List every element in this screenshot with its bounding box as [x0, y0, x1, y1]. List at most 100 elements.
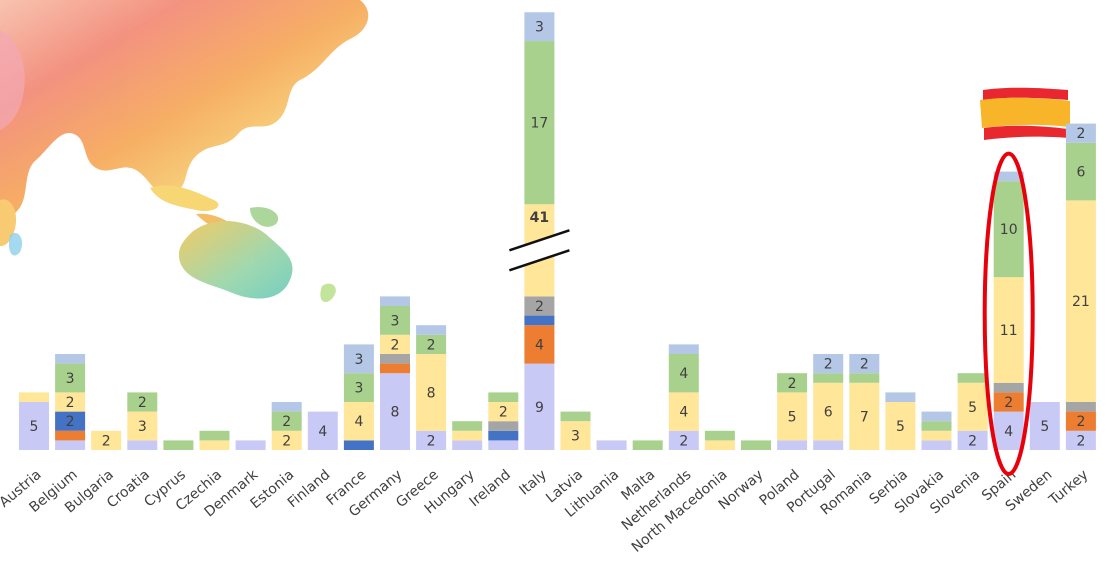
data-label: 3	[571, 429, 580, 445]
data-label: 4	[535, 337, 544, 353]
bar-segment-greece-s6	[416, 325, 447, 335]
bar-segment-italy-s5	[524, 41, 555, 205]
bar-segment-italy-s3	[524, 296, 555, 316]
bar-segment-belgium-s5	[55, 363, 86, 393]
bar-segment-ireland-s3	[488, 421, 519, 431]
bar-segment-sweden-s0	[1029, 402, 1060, 450]
data-label: 8	[391, 405, 400, 421]
bar-segment-slovenia-s5	[957, 373, 988, 383]
data-label: 3	[354, 352, 363, 368]
bar-segment-netherlands-s4	[668, 392, 699, 431]
bar-segment-latvia-s5	[560, 411, 591, 422]
bar-segment-portugal-s0	[813, 440, 844, 450]
bar-segment-france-s5	[343, 373, 374, 402]
bar-segment-turkey-s6	[1065, 123, 1096, 143]
bar-segment-hungary-s0	[452, 440, 483, 450]
data-label: 5	[788, 409, 797, 425]
data-label: 2	[535, 299, 544, 315]
bar-segment-finland-s0	[307, 411, 338, 450]
bar-segment-serbia-s4	[885, 402, 916, 450]
bar-segment-germany-s3	[380, 354, 410, 364]
data-label: 5	[1040, 419, 1049, 435]
data-label: 7	[860, 409, 869, 425]
data-label: 5	[896, 419, 905, 435]
bar-segment-denmark-s0	[235, 440, 266, 450]
x-tick-label: Ireland	[466, 467, 513, 510]
data-label: 4	[354, 414, 363, 430]
bar-segment-slovenia-s4	[957, 382, 988, 431]
bar-segment-norway-s5	[741, 440, 771, 450]
bar-segment-germany-s5	[380, 306, 410, 335]
bar-segment-bulgaria-s4	[91, 430, 122, 450]
bar-segment-turkey-s3	[1065, 402, 1096, 412]
bar-segment-romania-s5	[849, 373, 880, 383]
bar-segment-germany-s4	[380, 334, 410, 354]
bar-segment-poland-s0	[777, 440, 808, 450]
data-label: 2	[102, 433, 111, 449]
bar-segment-hungary-s4	[452, 430, 483, 441]
bar-segment-austria-s0	[19, 402, 49, 450]
bar-segment-north-macedonia-s4	[704, 440, 735, 450]
data-label: 2	[282, 433, 291, 449]
bar-segment-romania-s6	[849, 354, 880, 374]
bar-segment-belgium-s2	[55, 411, 86, 431]
data-label: 4	[318, 424, 327, 440]
bars-layer	[19, 12, 1096, 450]
data-label: 11	[1000, 323, 1018, 339]
bar-segment-estonia-s4	[271, 430, 302, 450]
data-label: 2	[427, 433, 436, 449]
data-label: 10	[1000, 222, 1018, 238]
bar-segment-greece-s0	[416, 430, 447, 450]
bar-segment-france-s6	[343, 344, 374, 374]
bar-segment-belgium-s4	[55, 392, 86, 412]
bar-segment-italy-s2	[524, 315, 555, 326]
spain-flag-icon	[980, 87, 1070, 140]
data-label: 6	[1076, 165, 1085, 181]
bar-segment-ireland-s0	[488, 440, 519, 450]
bar-segment-greece-s4	[416, 354, 447, 431]
bar-segment-croatia-s4	[127, 411, 158, 441]
bar-segment-france-s2	[343, 440, 374, 450]
data-label: 9	[535, 400, 544, 416]
data-label: 2	[1076, 433, 1085, 449]
bar-segment-italy-s1	[524, 325, 555, 364]
bar-segment-czechia-s5	[199, 430, 230, 441]
bar-segment-turkey-s5	[1065, 142, 1096, 201]
bar-segment-spain-s5	[993, 181, 1024, 278]
bar-segment-cyprus-s5	[163, 440, 194, 450]
world-map-icon	[0, 0, 369, 302]
bar-segment-turkey-s0	[1065, 430, 1096, 450]
bar-segment-spain-s6	[993, 171, 1024, 182]
bar-segment-estonia-s6	[271, 402, 302, 412]
bar-segment-portugal-s5	[813, 373, 844, 383]
bar-segment-germany-s6	[380, 296, 410, 306]
bar-segment-slovenia-s0	[957, 430, 988, 450]
bar-segment-austria-s4	[19, 392, 49, 402]
bar-segment-malta-s5	[632, 440, 663, 450]
bar-segment-lithuania-s0	[596, 440, 627, 450]
data-label: 2	[860, 357, 869, 373]
bar-segment-portugal-s6	[813, 354, 844, 374]
data-label: 2	[282, 414, 291, 430]
bar-segment-spain-s3	[993, 382, 1024, 393]
bar-segment-croatia-s0	[127, 440, 158, 450]
bar-segment-germany-s0	[380, 373, 410, 450]
data-label: 3	[354, 381, 363, 397]
data-label: 21	[1072, 294, 1090, 310]
x-tick-label: Turkey	[1046, 467, 1092, 509]
bar-segment-slovakia-s0	[921, 440, 952, 450]
data-label: 2	[788, 376, 797, 392]
x-tick-labels: AustriaBelgiumBulgariaCroatiaCyprusCzech…	[0, 466, 1091, 556]
data-label: 3	[535, 20, 544, 36]
data-label: 2	[66, 395, 75, 411]
bar-segment-germany-s1	[380, 363, 410, 374]
data-label: 3	[66, 371, 75, 387]
bar-segment-serbia-s6	[885, 392, 916, 402]
data-label: 5	[30, 419, 39, 435]
bar-segment-turkey-s1	[1065, 411, 1096, 431]
data-label: 17	[530, 116, 548, 132]
data-label: 2	[1004, 395, 1013, 411]
data-label: 2	[1076, 414, 1085, 430]
bar-segment-belgium-s1	[55, 430, 86, 441]
